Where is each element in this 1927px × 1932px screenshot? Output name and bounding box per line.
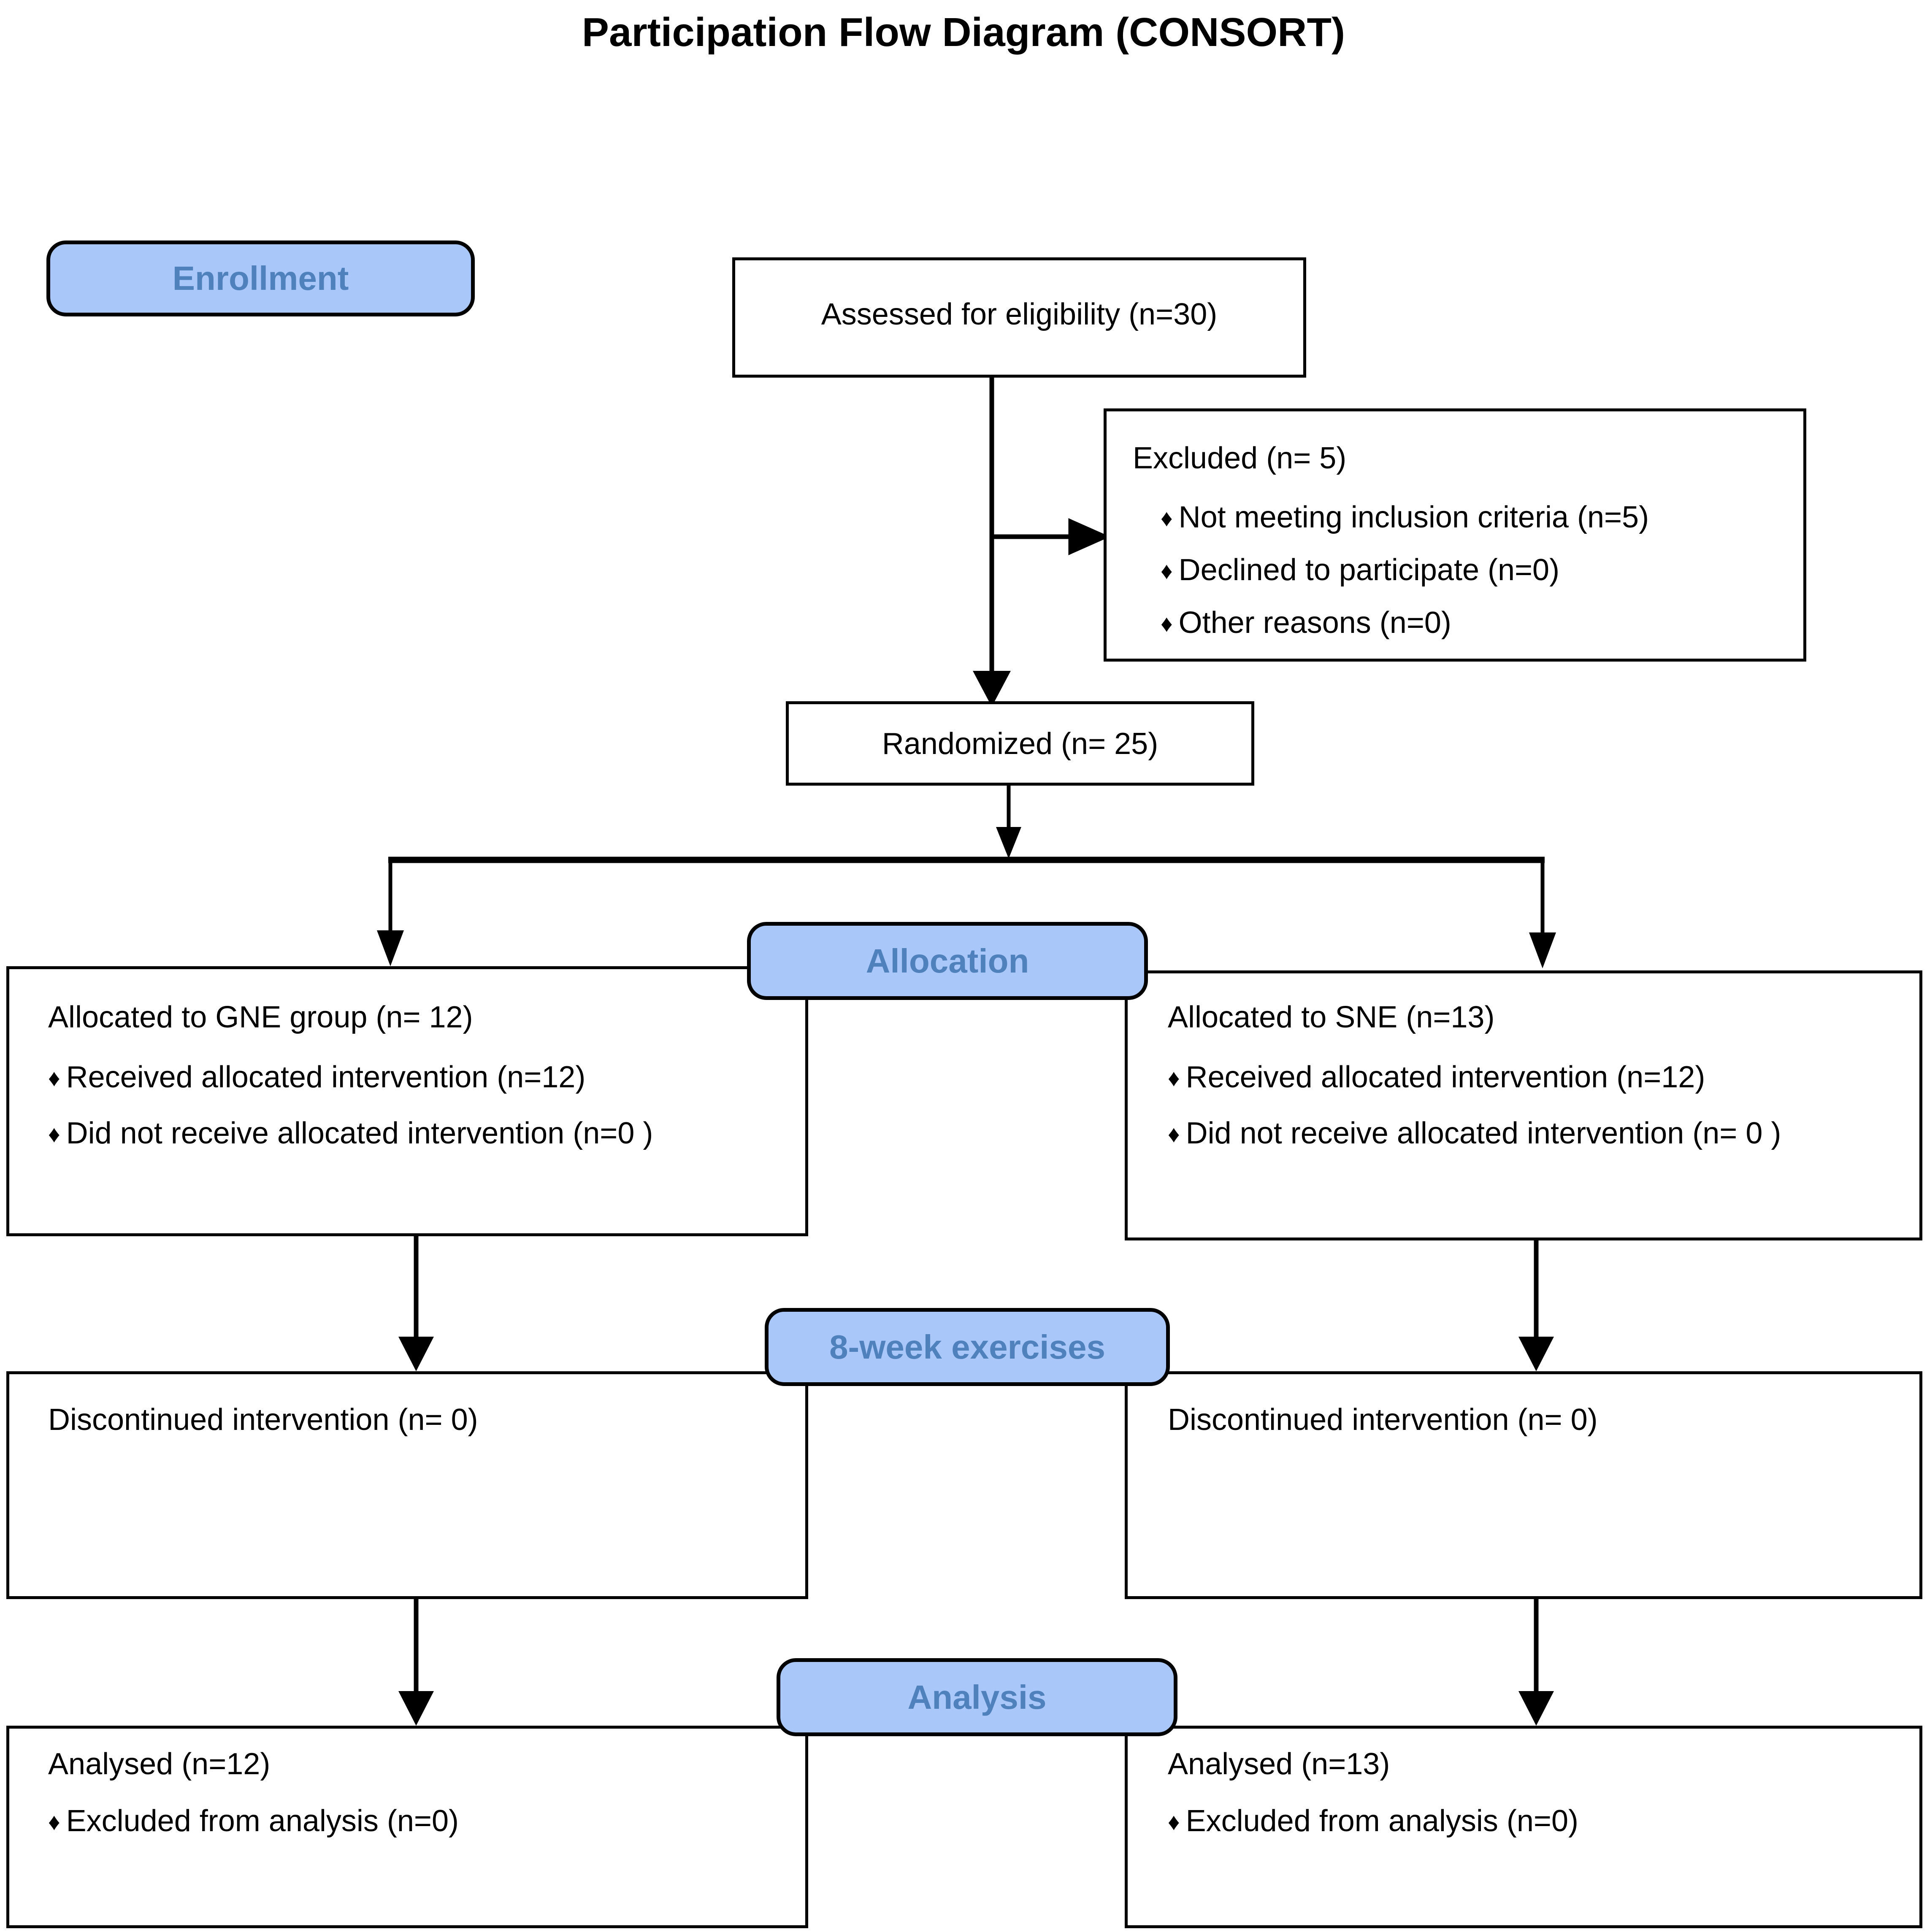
diamond-bullet-icon: ♦ <box>48 1121 60 1147</box>
node-allocated-gne-heading: Allocated to GNE group (n= 12) <box>48 1000 473 1034</box>
arrow-into-randomized <box>973 671 1011 707</box>
diamond-bullet-icon: ♦ <box>1161 505 1173 531</box>
node-analysed-sne-heading: Analysed (n=13) <box>1168 1747 1390 1781</box>
node-followup-sne[interactable]: Discontinued intervention (n= 0) <box>1125 1371 1922 1599</box>
node-excluded[interactable]: Excluded (n= 5) ♦Not meeting inclusion c… <box>1104 408 1806 662</box>
arrow-into-followup-left <box>398 1337 434 1371</box>
diamond-bullet-icon: ♦ <box>1168 1065 1180 1091</box>
node-analysed-sne[interactable]: Analysed (n=13) ♦Excluded from analysis … <box>1125 1726 1922 1928</box>
node-allocated-gne-bullet-1-text: Did not receive allocated intervention (… <box>66 1116 653 1150</box>
node-allocated-gne[interactable]: Allocated to GNE group (n= 12) ♦Received… <box>6 966 808 1236</box>
node-allocated-gne-bullet-0: ♦Received allocated intervention (n=12) <box>48 1060 585 1094</box>
node-analysed-sne-bullet-0: ♦Excluded from analysis (n=0) <box>1168 1804 1578 1838</box>
node-allocated-sne-bullet-1-text: Did not receive allocated intervention (… <box>1185 1116 1781 1150</box>
node-assessed-for-eligibility[interactable]: Assessed for eligibility (n=30) <box>732 257 1306 378</box>
diamond-bullet-icon: ♦ <box>1168 1808 1180 1835</box>
node-allocated-sne-bullet-0-text: Received allocated intervention (n=12) <box>1185 1060 1705 1094</box>
node-allocated-sne-heading: Allocated to SNE (n=13) <box>1168 1000 1495 1034</box>
stage-badge-8-week-exercises[interactable]: 8-week exercises <box>765 1308 1170 1386</box>
node-allocated-sne[interactable]: Allocated to SNE (n=13) ♦Received alloca… <box>1125 970 1922 1240</box>
node-excluded-bullet-1-text: Declined to participate (n=0) <box>1178 553 1560 587</box>
node-analysed-gne[interactable]: Analysed (n=12) ♦Excluded from analysis … <box>6 1726 808 1928</box>
arrow-into-analysed-right <box>1518 1691 1554 1726</box>
node-excluded-bullet-0-text: Not meeting inclusion criteria (n=5) <box>1178 500 1649 534</box>
diamond-bullet-icon: ♦ <box>48 1808 60 1835</box>
node-allocated-gne-bullet-0-text: Received allocated intervention (n=12) <box>66 1060 586 1094</box>
node-allocated-sne-bullet-0: ♦Received allocated intervention (n=12) <box>1168 1060 1705 1094</box>
node-allocated-sne-bullet-1: ♦Did not receive allocated intervention … <box>1168 1116 1781 1151</box>
stage-badge-analysis[interactable]: Analysis <box>777 1658 1177 1736</box>
arrow-into-allocated-left <box>377 930 404 966</box>
node-analysed-sne-bullet-0-text: Excluded from analysis (n=0) <box>1185 1804 1578 1838</box>
arrow-into-followup-right <box>1518 1337 1554 1371</box>
node-excluded-bullet-2-text: Other reasons (n=0) <box>1178 606 1451 640</box>
arrow-into-analysed-left <box>398 1691 434 1726</box>
diamond-bullet-icon: ♦ <box>1161 610 1173 637</box>
node-excluded-bullet-1: ♦Declined to participate (n=0) <box>1161 553 1559 587</box>
arrow-into-fork <box>996 827 1021 859</box>
node-excluded-bullet-2: ♦Other reasons (n=0) <box>1161 605 1451 640</box>
node-followup-sne-heading: Discontinued intervention (n= 0) <box>1168 1403 1598 1437</box>
node-excluded-bullet-0: ♦Not meeting inclusion criteria (n=5) <box>1161 500 1649 535</box>
node-analysed-gne-bullet-0: ♦Excluded from analysis (n=0) <box>48 1804 459 1838</box>
diamond-bullet-icon: ♦ <box>48 1065 60 1091</box>
node-excluded-heading: Excluded (n= 5) <box>1133 441 1347 475</box>
node-randomized-label: Randomized (n= 25) <box>882 727 1158 761</box>
node-followup-gne[interactable]: Discontinued intervention (n= 0) <box>6 1371 808 1599</box>
node-randomized[interactable]: Randomized (n= 25) <box>786 701 1254 786</box>
page-title: Participation Flow Diagram (CONSORT) <box>582 10 1345 55</box>
node-assessed-label: Assessed for eligibility (n=30) <box>821 297 1218 331</box>
arrow-into-allocated-right <box>1529 932 1556 968</box>
node-allocated-gne-bullet-1: ♦Did not receive allocated intervention … <box>48 1116 653 1151</box>
node-followup-gne-heading: Discontinued intervention (n= 0) <box>48 1403 478 1437</box>
node-analysed-gne-bullet-0-text: Excluded from analysis (n=0) <box>66 1804 459 1838</box>
stage-badge-enrollment[interactable]: Enrollment <box>46 240 475 316</box>
node-analysed-gne-heading: Analysed (n=12) <box>48 1747 271 1781</box>
stage-badge-allocation[interactable]: Allocation <box>747 922 1148 1000</box>
diamond-bullet-icon: ♦ <box>1168 1121 1180 1147</box>
diamond-bullet-icon: ♦ <box>1161 557 1173 584</box>
